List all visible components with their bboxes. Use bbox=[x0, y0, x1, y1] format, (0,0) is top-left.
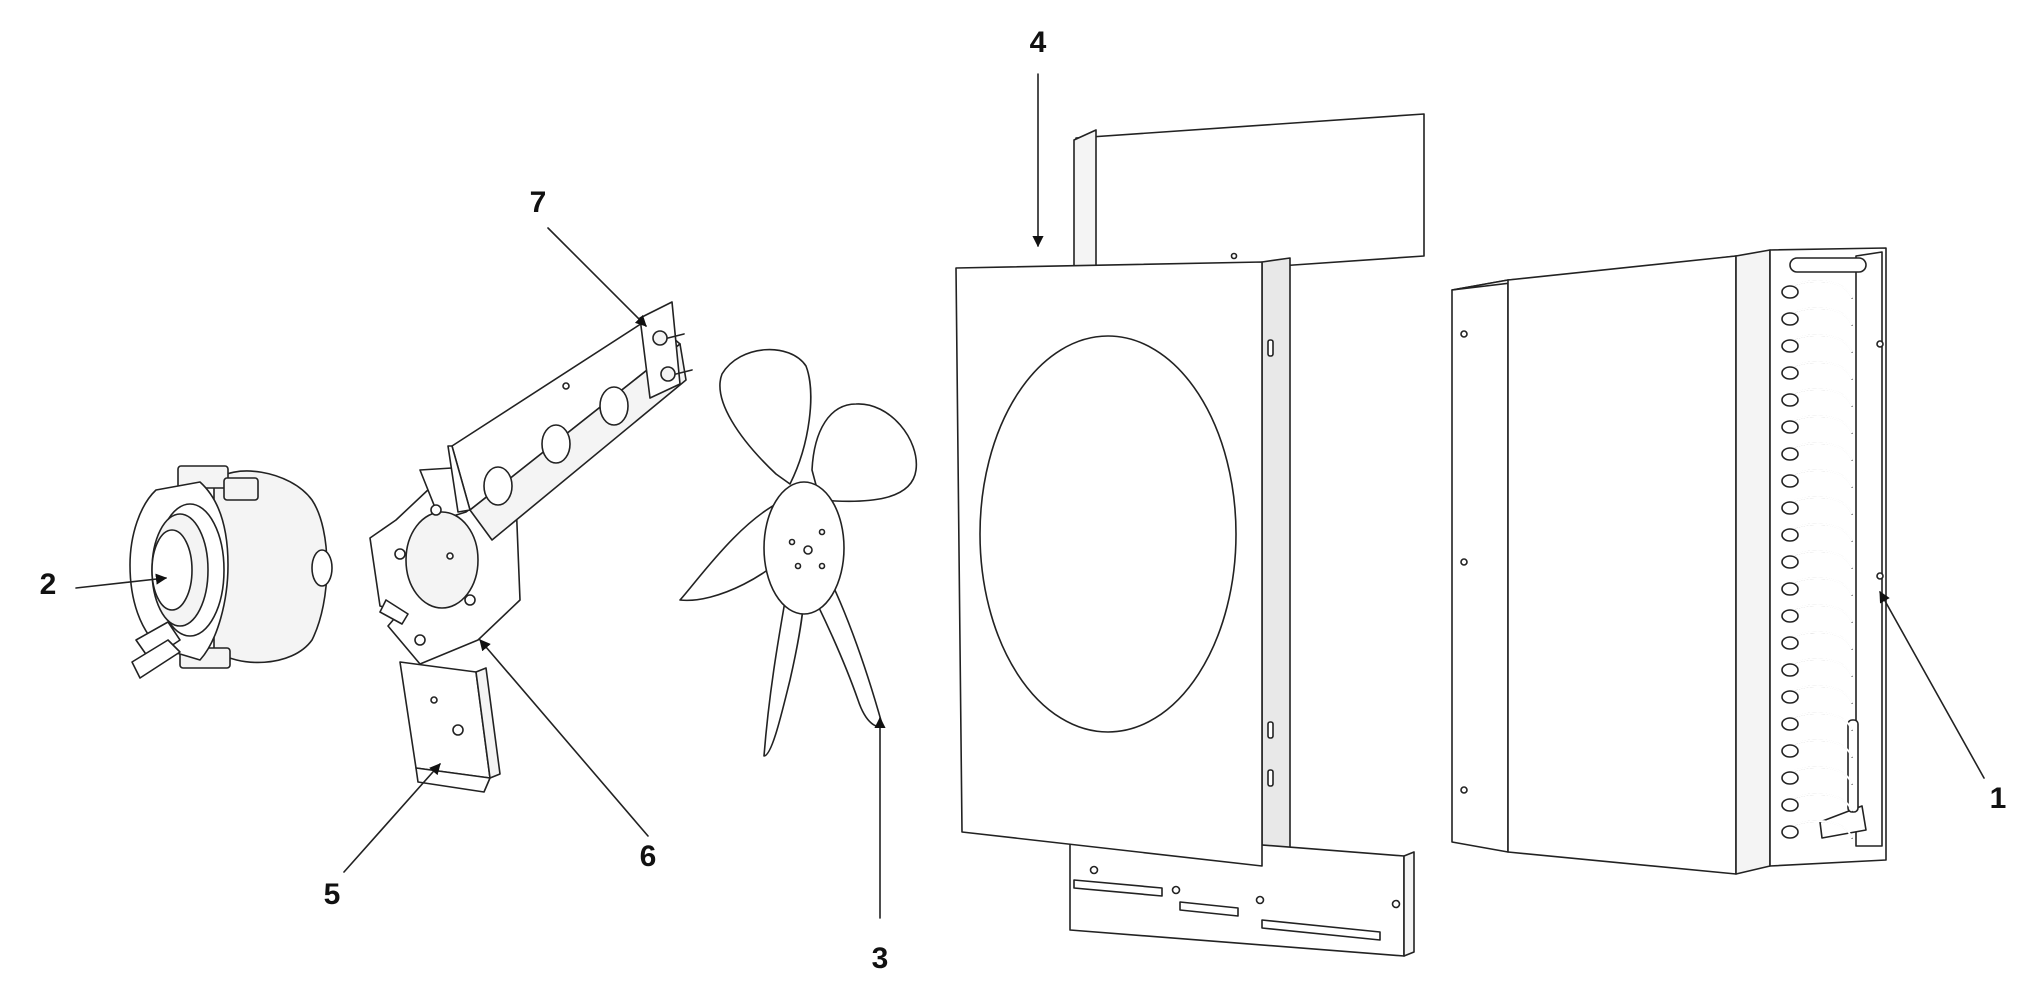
coil-bend-highlight bbox=[1789, 280, 1853, 299]
tube-end bbox=[1781, 555, 1799, 569]
tube-end bbox=[1781, 798, 1799, 812]
motor-mount-bracket bbox=[399, 661, 501, 793]
tube-end bbox=[1781, 420, 1799, 434]
tube-end bbox=[1781, 501, 1799, 515]
tube-end bbox=[1781, 582, 1799, 596]
callout-6: 6 bbox=[640, 840, 657, 873]
tube-end bbox=[1781, 663, 1799, 677]
coil-bend-highlight bbox=[1789, 793, 1853, 812]
tube-end bbox=[1781, 393, 1799, 407]
coil-bend-highlight bbox=[1789, 604, 1853, 623]
tube-end bbox=[1781, 690, 1799, 704]
coil-bend-highlight bbox=[1789, 739, 1853, 758]
coil-bend-highlight bbox=[1789, 334, 1853, 353]
callout-2: 2 bbox=[40, 568, 57, 601]
coil-return-bends bbox=[1781, 280, 1853, 839]
coil-bend-highlight bbox=[1789, 496, 1853, 515]
tube-end bbox=[1781, 339, 1799, 353]
coil-bend-highlight bbox=[1789, 820, 1853, 839]
coil-bend-highlight bbox=[1789, 766, 1853, 785]
fan-shroud bbox=[955, 113, 1425, 957]
tube-end bbox=[1781, 609, 1799, 623]
callout-4: 4 bbox=[1030, 26, 1047, 59]
callout-5: 5 bbox=[324, 878, 341, 911]
coil-bend-highlight bbox=[1789, 523, 1853, 542]
leader-line-6 bbox=[479, 639, 649, 837]
tube-end bbox=[1781, 825, 1799, 839]
tube-end bbox=[1781, 636, 1799, 650]
fan-blade bbox=[679, 348, 918, 757]
coil-bend-highlight bbox=[1789, 577, 1853, 596]
coil-bend-highlight bbox=[1789, 469, 1853, 488]
coil-bend-highlight bbox=[1789, 685, 1853, 704]
coil-bend-highlight bbox=[1789, 658, 1853, 677]
callout-1: 1 bbox=[1990, 782, 2007, 815]
tube-end bbox=[1781, 717, 1799, 731]
leader-line-2 bbox=[75, 573, 168, 589]
coil-bend-highlight bbox=[1789, 442, 1853, 461]
tube-end bbox=[1781, 447, 1799, 461]
leader-lines bbox=[75, 73, 1985, 919]
leader-line-5 bbox=[343, 763, 441, 873]
callout-3: 3 bbox=[872, 942, 889, 975]
leader-line-1 bbox=[1879, 591, 1985, 779]
tube-end bbox=[1781, 744, 1799, 758]
tube-end bbox=[1781, 474, 1799, 488]
tube-end bbox=[1781, 312, 1799, 326]
fan-support-arm bbox=[447, 301, 693, 541]
condenser-coil bbox=[1451, 247, 1887, 875]
coil-bend-highlight bbox=[1789, 550, 1853, 569]
tube-end bbox=[1781, 528, 1799, 542]
coil-bend-highlight bbox=[1789, 631, 1853, 650]
fan-motor bbox=[129, 465, 333, 679]
leader-line-7 bbox=[547, 227, 647, 327]
tube-end bbox=[1781, 285, 1799, 299]
coil-bend-highlight bbox=[1789, 388, 1853, 407]
coil-bend-highlight bbox=[1789, 712, 1853, 731]
coil-bend-highlight bbox=[1789, 307, 1853, 326]
coil-bend-highlight bbox=[1789, 361, 1853, 380]
callout-7: 7 bbox=[530, 186, 547, 219]
tube-end bbox=[1781, 366, 1799, 380]
tube-end bbox=[1781, 771, 1799, 785]
coil-bend-highlight bbox=[1789, 415, 1853, 434]
